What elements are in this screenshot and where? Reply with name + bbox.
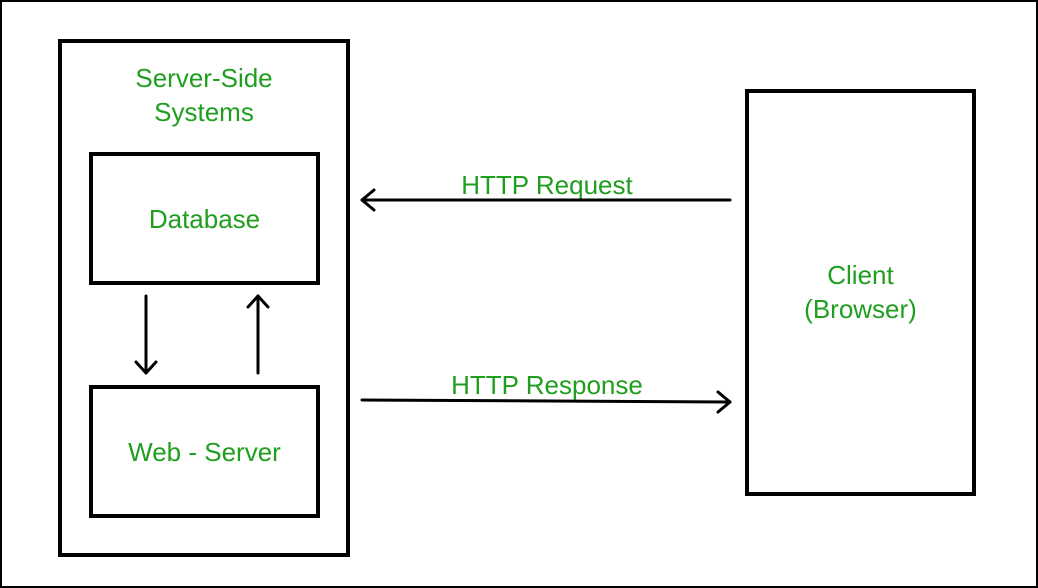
client-browser-box	[745, 89, 976, 496]
server-side-systems-title: Server-Side Systems	[135, 63, 273, 127]
web-server-label: Web - Server	[128, 437, 281, 467]
database-label: Database	[148, 204, 261, 234]
web-server-box	[89, 385, 320, 518]
client-browser-label: Client (Browser)	[804, 260, 917, 324]
http-response-label: HTTP Response	[451, 370, 643, 400]
database-box	[89, 152, 320, 285]
http-request-label: HTTP Request	[461, 170, 633, 200]
